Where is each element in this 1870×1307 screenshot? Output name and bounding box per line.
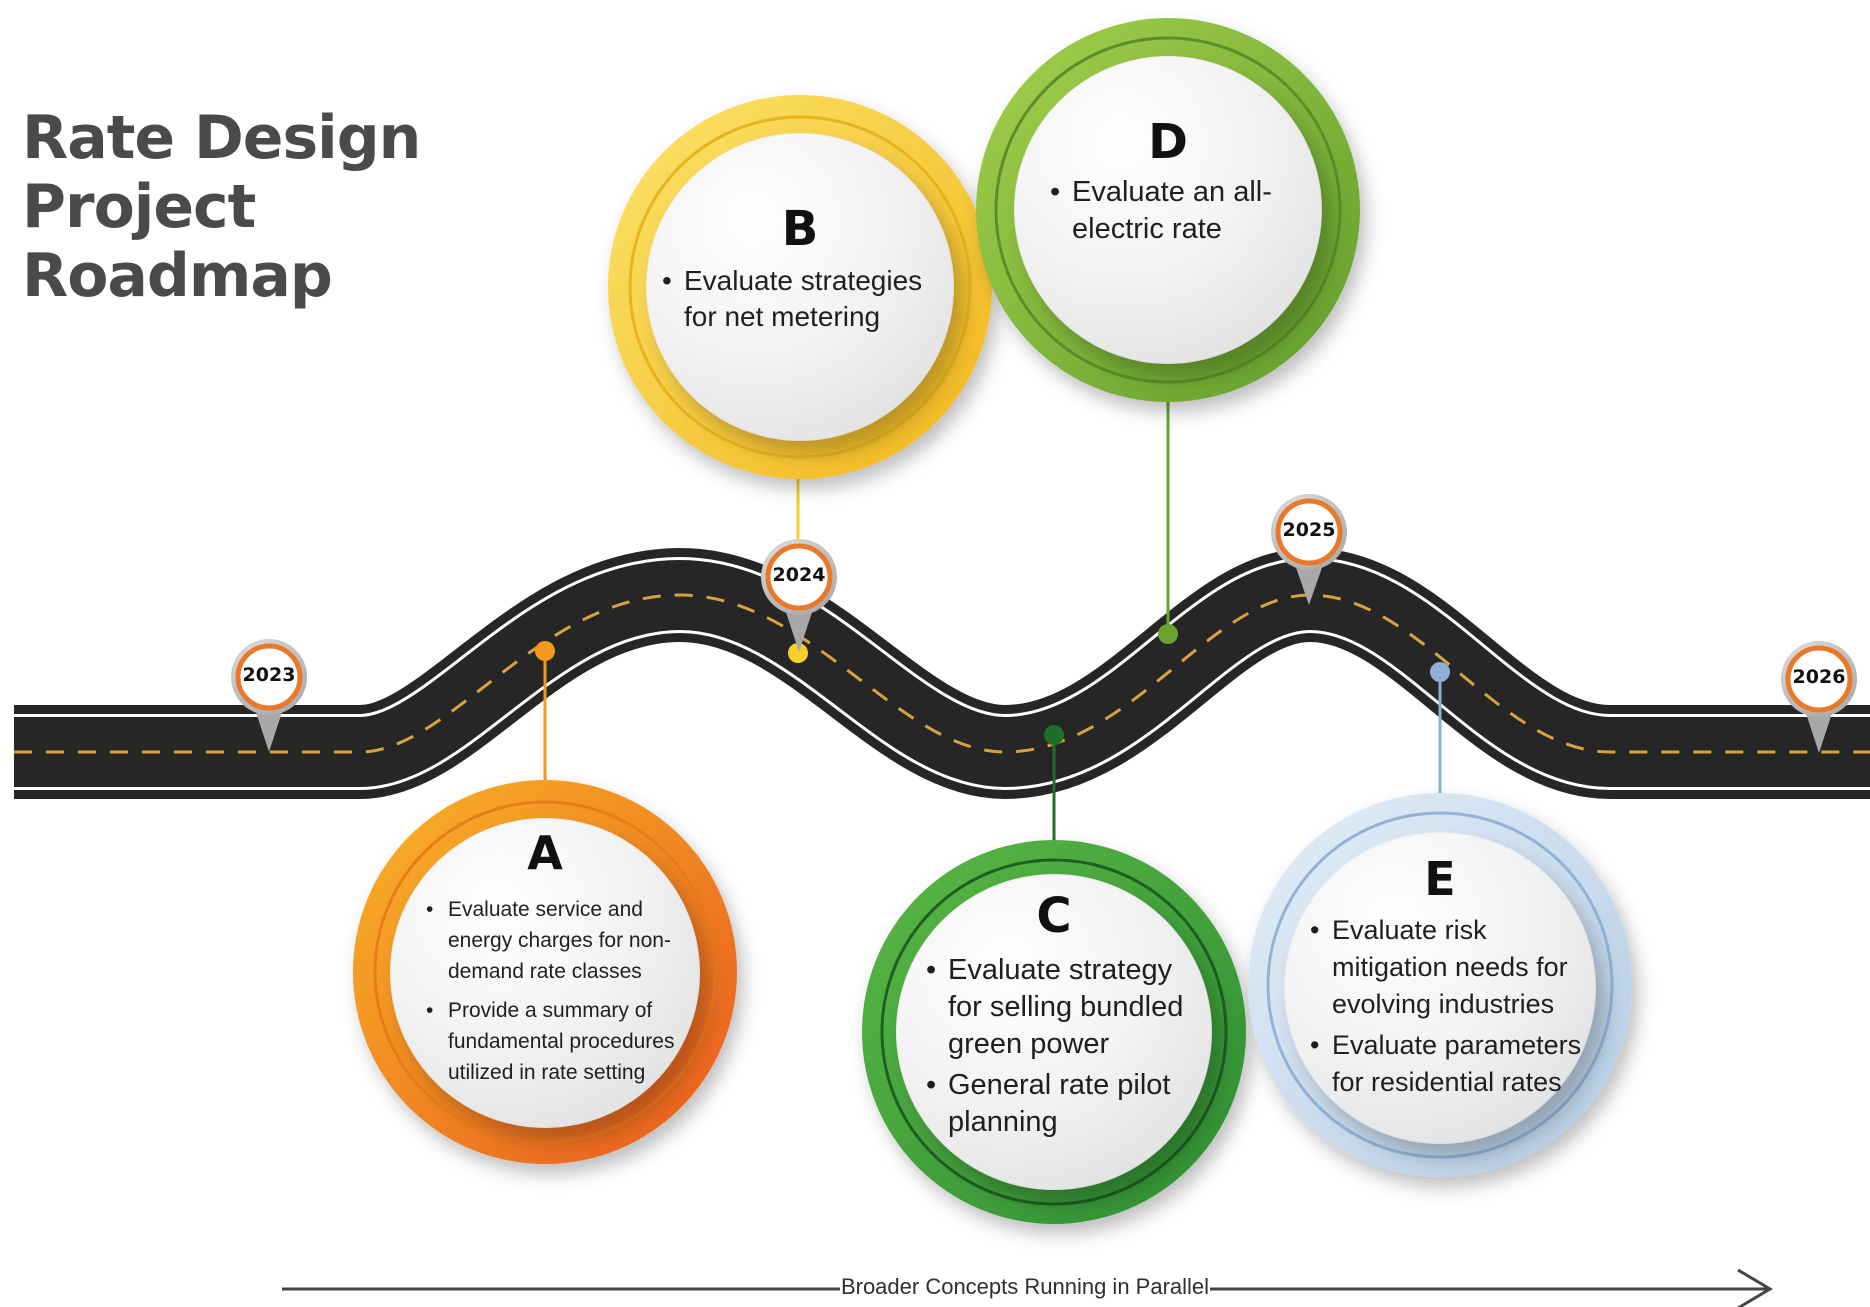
year-markers <box>231 494 1857 753</box>
milestone-b-bullets: Evaluate strategies for net metering <box>662 263 932 335</box>
road-dot-a <box>535 641 555 661</box>
bullet-item: Evaluate an all-electric rate <box>1050 174 1290 248</box>
bullet-item: Provide a summary of fundamental procedu… <box>426 995 686 1088</box>
bullet-item: Evaluate service and energy charges for … <box>426 894 686 987</box>
year-label-2024: 2024 <box>772 564 826 586</box>
page-title: Rate Design Project Roadmap <box>22 103 421 311</box>
milestone-e-bullets: Evaluate risk mitigation needs for evolv… <box>1310 912 1594 1101</box>
milestone-b-card: B Evaluate strategies for net metering <box>646 133 954 441</box>
year-label-2023: 2023 <box>242 664 296 686</box>
parallel-arrow <box>282 1268 1773 1307</box>
milestone-c-card: C Evaluate strategy for selling bundled … <box>896 874 1212 1190</box>
milestone-letter: D <box>1148 114 1188 170</box>
bullet-item: Evaluate risk mitigation needs for evolv… <box>1310 912 1594 1023</box>
milestone-e-card: E Evaluate risk mitigation needs for evo… <box>1284 832 1596 1144</box>
bullet-item: Evaluate parameters for residential rate… <box>1310 1027 1594 1101</box>
road-dot-c <box>1044 725 1064 745</box>
road-dot-d <box>1158 624 1178 644</box>
parallel-concepts-label: Broader Concepts Running in Parallel <box>840 1274 1210 1299</box>
milestone-letter: C <box>1036 888 1072 944</box>
milestone-a-card: A Evaluate service and energy charges fo… <box>390 818 700 1128</box>
title-line: Roadmap <box>22 241 333 311</box>
road-dot-b <box>788 643 808 663</box>
title-line: Rate Design <box>22 103 421 173</box>
milestone-c-bullets: Evaluate strategy for selling bundled gr… <box>926 952 1194 1141</box>
year-label-2026: 2026 <box>1792 666 1846 688</box>
year-label-2025: 2025 <box>1282 519 1336 541</box>
milestone-letter: E <box>1424 852 1456 906</box>
milestone-a-bullets: Evaluate service and energy charges for … <box>426 894 686 1088</box>
bullet-item: Evaluate strategy for selling bundled gr… <box>926 952 1194 1063</box>
bullet-item: General rate pilot planning <box>926 1067 1194 1141</box>
road-dot-e <box>1430 662 1450 682</box>
road <box>14 547 1870 800</box>
bullet-item: Evaluate strategies for net metering <box>662 263 932 335</box>
title-line: Project <box>22 172 256 242</box>
milestone-d-card: D Evaluate an all-electric rate <box>1014 56 1322 364</box>
milestone-letter: B <box>781 201 819 257</box>
milestone-letter: A <box>527 826 563 880</box>
milestone-d-bullets: Evaluate an all-electric rate <box>1050 174 1290 248</box>
